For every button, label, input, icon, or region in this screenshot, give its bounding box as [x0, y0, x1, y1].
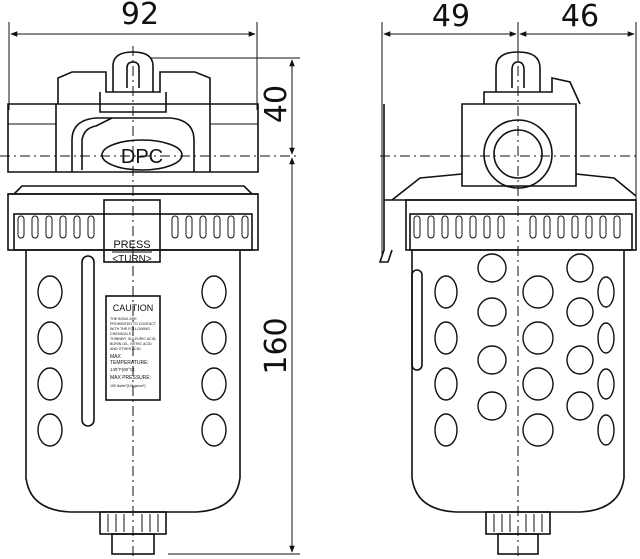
- front-press-label: PRESS: [113, 239, 150, 251]
- front-top-knob: [112, 51, 154, 92]
- side-top-knob: [495, 51, 541, 92]
- side-center-right-holes: [522, 275, 554, 447]
- front-drain-knurl: [107, 514, 159, 532]
- max-temp-title-2: TEMPERATURE:: [110, 360, 149, 366]
- front-sight-slot: [81, 255, 95, 427]
- side-right-width-dimension: 46: [561, 0, 599, 34]
- side-drain-knurl: [493, 514, 543, 532]
- side-drain-tip: [497, 533, 539, 555]
- front-guard-inner: [13, 213, 253, 251]
- front-knob-slot: [126, 61, 140, 88]
- front-left-holes: [37, 275, 63, 447]
- front-logo-oval: [101, 139, 183, 171]
- front-width-dimension: 92: [121, 0, 159, 32]
- side-guard-inner: [409, 213, 633, 251]
- caution-line-4: CHEMICALS :: [110, 332, 133, 336]
- top-height-dimension: 40: [259, 85, 294, 123]
- max-temp-value: 140°F(60°C): [110, 367, 135, 372]
- front-head-upper: [57, 71, 211, 104]
- front-guard-ribs: [17, 215, 249, 239]
- caution-label-box: [105, 295, 161, 401]
- front-view: 92 DPC: [0, 0, 300, 556]
- front-logo-text: DPC: [121, 146, 163, 168]
- caution-line-7: AND OTHER ACID.: [110, 347, 142, 351]
- side-neck: [391, 173, 637, 201]
- side-port-inner: [493, 129, 543, 179]
- caution-title: CAUTION: [113, 303, 154, 313]
- max-temp-title: MAX: [110, 354, 122, 360]
- front-sight-dome: [71, 117, 195, 172]
- side-guard-ring: [405, 199, 637, 251]
- side-left-holes: [434, 275, 458, 447]
- front-neck: [13, 185, 253, 195]
- body-height-dimension: 160: [259, 317, 294, 374]
- caution-line-6: BORIN OIL, NITRIC ACID: [110, 342, 152, 346]
- front-drain-tip: [111, 533, 155, 555]
- front-turn-label: <TURN>: [112, 254, 152, 265]
- side-port-outer: [483, 119, 553, 189]
- caution-line-2: PROHIBITED TO CONTACT: [110, 322, 157, 326]
- side-sight-slot: [411, 269, 423, 371]
- caution-line-3: WITH THE FOLLOWING: [110, 327, 150, 331]
- front-right-holes: [201, 275, 227, 447]
- max-pressure-value: 150 lbs/in²(10kgs/cm²): [110, 384, 146, 388]
- side-guard-ribs: [413, 215, 621, 239]
- caution-line-1: THE BOWL ARE: [110, 317, 137, 321]
- side-left-width-dimension: 49: [432, 0, 470, 34]
- side-knob-inner: [511, 61, 525, 88]
- front-lock-tab: [103, 199, 161, 263]
- side-right-holes: [566, 253, 594, 421]
- front-head-body: [7, 103, 259, 173]
- side-head-shoulder: [483, 77, 581, 105]
- front-head-inner: [99, 92, 167, 113]
- side-edge-holes: [597, 276, 615, 446]
- side-view: 49 46: [378, 0, 640, 556]
- caution-line-5: THINNER, SULFURIC ACID,: [110, 337, 156, 341]
- max-pressure-title: MAX PRESSURE:: [110, 375, 151, 381]
- side-center-left-holes: [477, 253, 507, 421]
- side-port-block: [461, 103, 577, 187]
- side-mount-bracket: [378, 104, 393, 263]
- front-sight-tube: [81, 117, 113, 170]
